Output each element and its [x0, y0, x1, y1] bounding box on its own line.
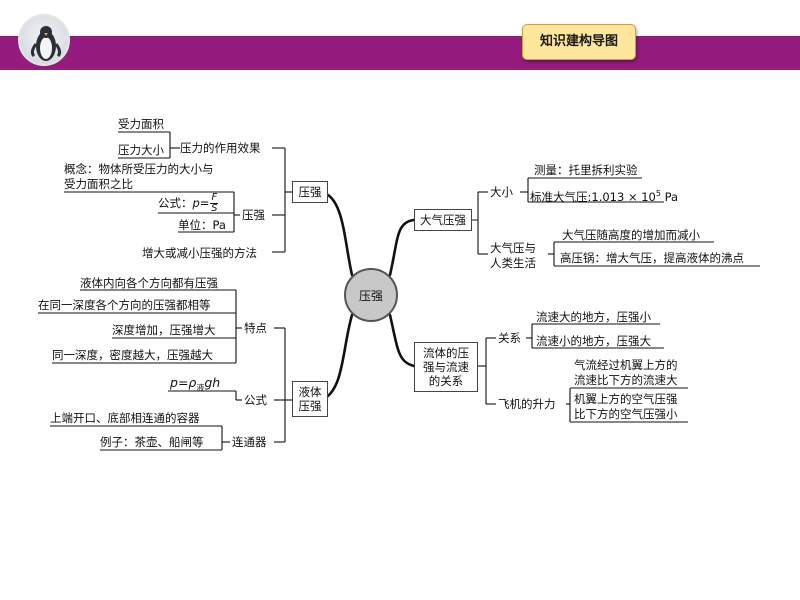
lift-item-1-line1: 气流经过机翼上方的 — [574, 358, 678, 372]
lift-item-1-line2: 流速比下方的流速大 — [574, 373, 678, 387]
feature-item-4: 同一深度，密度越大，压强越大 — [52, 348, 213, 362]
lift-label: 飞机的升力 — [498, 397, 556, 411]
atmosphere-node: 大气压强 — [414, 209, 472, 231]
liquid-node-line2: 压强 — [298, 399, 322, 413]
liquid-node: 液体 压强 — [292, 381, 328, 417]
features-label: 特点 — [244, 321, 267, 335]
effect-item-force: 压力大小 — [118, 143, 164, 157]
liquid-node-line1: 液体 — [298, 385, 322, 399]
vessel-item-1: 上端开口、底部相连通的容器 — [50, 411, 200, 425]
liquid-formula-gh: gh — [204, 375, 221, 390]
life-label-line2: 人类生活 — [490, 256, 536, 270]
relation-item-2: 流速小的地方，压强大 — [536, 334, 651, 348]
concept-line1: 概念：物体所受压力的大小与 — [64, 162, 214, 176]
fluid-node: 流体的压 强与流速 的关系 — [414, 342, 478, 392]
size-label: 大小 — [490, 185, 513, 199]
standard-pressure: 标准大气压:1.013 × 105 Pa — [530, 187, 678, 204]
vessel-item-2: 例子：茶壶、船闸等 — [100, 435, 204, 449]
liquid-formula: p=ρ液gh — [170, 376, 220, 396]
fluid-node-line1: 流体的压 — [423, 346, 469, 360]
effect-label: 压力的作用效果 — [180, 141, 261, 155]
fluid-node-line2: 强与流速 — [423, 360, 469, 374]
feature-item-3: 深度增加，压强增大 — [112, 323, 216, 337]
formula-lhs: p= — [192, 196, 210, 210]
vessel-label: 连通器 — [232, 435, 267, 449]
methods: 增大或减小压强的方法 — [142, 246, 257, 260]
standard-pressure-exp: 5 — [655, 189, 661, 198]
life-item-2: 高压锅：增大气压，提高液体的沸点 — [560, 251, 744, 265]
liquid-formula-label: 公式 — [244, 393, 267, 407]
formula-numerator: F — [210, 192, 219, 204]
fluid-node-line3: 的关系 — [428, 374, 464, 388]
relation-label: 关系 — [498, 331, 521, 345]
center-node: 压强 — [344, 268, 398, 322]
lift-item-2-line2: 比下方的空气压强小 — [574, 407, 678, 421]
effect-item-area: 受力面积 — [118, 117, 164, 131]
title-button[interactable]: 知识建构导图 — [522, 24, 636, 60]
concept-line2: 受力面积之比 — [64, 177, 133, 191]
unit: 单位：Pa — [178, 218, 226, 232]
relation-item-1: 流速大的地方，压强小 — [536, 310, 651, 324]
liquid-formula-p: p — [170, 375, 178, 390]
standard-pressure-prefix: 标准大气压:1.013 × 10 — [530, 189, 656, 204]
feature-item-1: 液体内向各个方向都有压强 — [80, 276, 218, 290]
formula-denominator: S — [211, 203, 218, 214]
pressure-node: 压强 — [292, 181, 328, 203]
life-label-line1: 大气压与 — [490, 241, 536, 255]
pressure-sub-label: 压强 — [242, 208, 265, 222]
header-banner — [0, 36, 800, 70]
feature-item-2: 在同一深度各个方向的压强都相等 — [38, 298, 211, 312]
life-item-1: 大气压随高度的增加而减小 — [562, 228, 700, 242]
standard-pressure-unit: Pa — [660, 189, 679, 204]
liquid-formula-eq: =ρ — [177, 375, 197, 390]
formula-prefix: 公式： — [158, 196, 193, 210]
liquid-formula-sub: 液 — [196, 383, 205, 393]
lift-item-2-line1: 机翼上方的空气压强 — [574, 392, 678, 406]
penguin-logo-icon — [18, 14, 70, 66]
measure: 测量：托里拆利实验 — [534, 163, 638, 177]
